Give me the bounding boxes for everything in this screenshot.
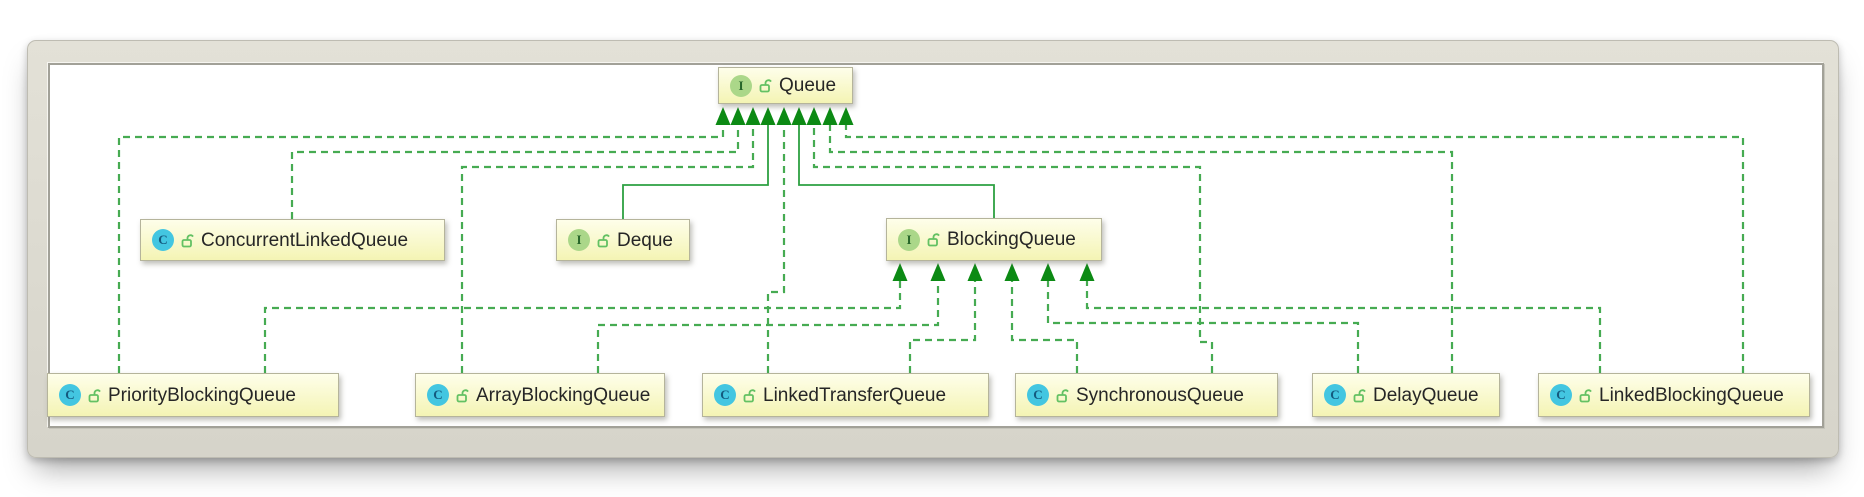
interface-icon: I <box>898 228 920 251</box>
class-icon: C <box>714 384 736 406</box>
open-lock-icon <box>1056 388 1069 402</box>
node-synchronous-queue[interactable]: C SynchronousQueue <box>1015 373 1278 417</box>
open-lock-icon <box>759 79 772 93</box>
class-icon: C <box>1324 384 1346 406</box>
open-lock-icon <box>1353 388 1366 402</box>
node-label: BlockingQueue <box>947 229 1076 250</box>
interface-icon: I <box>568 229 590 251</box>
node-concurrent-linked-queue[interactable]: C ConcurrentLinkedQueue <box>140 219 445 261</box>
node-label: LinkedTransferQueue <box>763 384 947 406</box>
open-lock-icon <box>456 388 469 402</box>
open-lock-icon <box>597 233 610 247</box>
class-icon: C <box>152 229 174 251</box>
node-label: Deque <box>617 229 673 251</box>
node-queue[interactable]: I Queue <box>718 67 853 104</box>
class-icon: C <box>1550 384 1572 406</box>
node-deque[interactable]: I Deque <box>556 219 690 261</box>
node-label: LinkedBlockingQueue <box>1599 384 1784 406</box>
node-array-blocking-queue[interactable]: C ArrayBlockingQueue <box>415 373 665 417</box>
open-lock-icon <box>927 233 940 247</box>
class-icon: C <box>59 384 81 406</box>
node-linked-blocking-queue[interactable]: C LinkedBlockingQueue <box>1538 373 1810 417</box>
node-linked-transfer-queue[interactable]: C LinkedTransferQueue <box>702 373 989 417</box>
node-label: SynchronousQueue <box>1076 384 1244 406</box>
interface-icon: I <box>730 74 752 97</box>
open-lock-icon <box>743 388 756 402</box>
node-label: ArrayBlockingQueue <box>476 384 651 406</box>
node-label: ConcurrentLinkedQueue <box>201 229 409 251</box>
node-priority-blocking-queue[interactable]: C PriorityBlockingQueue <box>47 373 339 417</box>
class-icon: C <box>1027 384 1049 406</box>
open-lock-icon <box>88 388 101 402</box>
node-label: PriorityBlockingQueue <box>108 384 296 406</box>
open-lock-icon <box>1579 388 1592 402</box>
node-label: Queue <box>779 75 837 96</box>
node-blocking-queue[interactable]: I BlockingQueue <box>886 218 1102 261</box>
node-delay-queue[interactable]: C DelayQueue <box>1312 373 1500 417</box>
class-icon: C <box>427 384 449 406</box>
open-lock-icon <box>181 233 194 247</box>
node-label: DelayQueue <box>1373 384 1479 406</box>
